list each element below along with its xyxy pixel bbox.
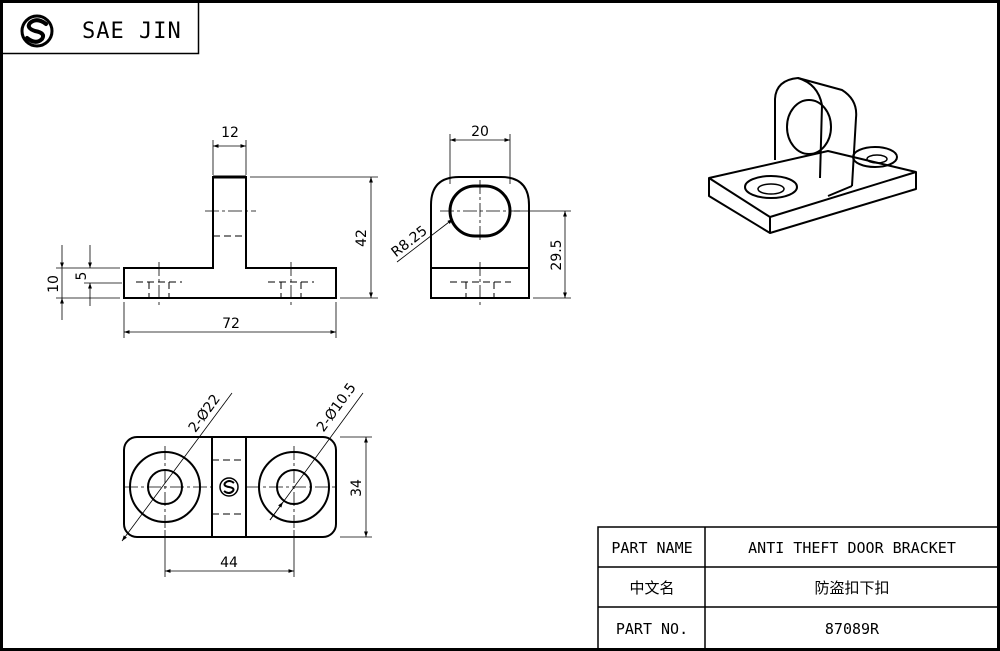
dim-front-base-inner: 5 — [74, 272, 90, 281]
dim-side-height: 29.5 — [549, 239, 565, 270]
top-view-dimensions — [121, 392, 372, 577]
dim-side-radius: R8.25 — [388, 223, 430, 261]
front-view — [123, 175, 337, 306]
logo-header: SAE JIN — [0, 0, 200, 55]
side-view-dimensions — [396, 134, 571, 299]
company-name: SAE JIN — [82, 19, 182, 44]
title-block-value-chinese-name: 防盗扣下扣 — [814, 579, 889, 597]
dim-top-depth: 34 — [349, 479, 365, 497]
title-block-value-part-no: 87089R — [825, 620, 880, 638]
title-block-label-part-no: PART NO. — [616, 620, 688, 638]
title-block-label-chinese-name: 中文名 — [629, 579, 674, 597]
sj-logo-icon — [20, 14, 54, 48]
dim-front-width: 12 — [221, 125, 239, 141]
isometric-view — [708, 77, 917, 234]
dim-front-height: 42 — [354, 229, 370, 247]
top-view — [123, 436, 337, 538]
title-block-label-part-name: PART NAME — [611, 539, 692, 557]
front-view-dimensions — [56, 140, 378, 338]
title-block-value-part-name: ANTI THEFT DOOR BRACKET — [748, 539, 956, 557]
dim-top-spacing: 44 — [220, 555, 238, 571]
dim-front-length: 72 — [222, 316, 240, 332]
dim-front-base-height: 10 — [46, 275, 62, 293]
title-block — [597, 526, 999, 650]
side-view — [430, 176, 530, 306]
sj-small-logo-icon — [219, 477, 239, 497]
dim-side-hole-width: 20 — [471, 124, 489, 140]
dim-top-small-holes: 2-Ø10.5 — [314, 380, 360, 435]
